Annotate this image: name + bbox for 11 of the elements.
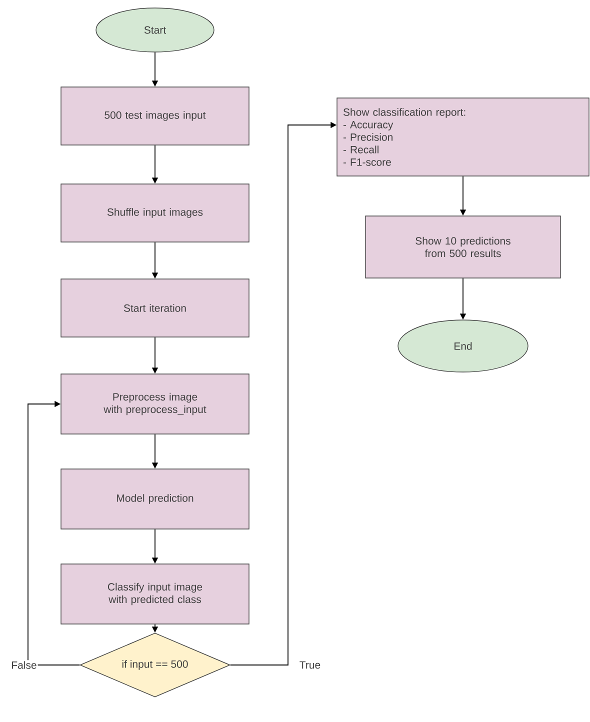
process-box: Show 10 predictions from 500 results	[365, 216, 561, 278]
process-box: Classify input image with predicted class	[60, 564, 250, 624]
process-box: 500 test images input	[60, 86, 250, 146]
process-box: Shuffle input images	[60, 184, 250, 242]
process-box: Show classification report: - Accuracy - Precision - Recall - F1-score	[336, 98, 590, 176]
process-box: Start iteration	[60, 278, 250, 338]
process-box: Model prediction	[60, 468, 250, 530]
arrow	[28, 400, 80, 666]
edge-label: False	[10, 660, 38, 670]
process-box: Preprocess image with preprocess_input	[60, 374, 250, 434]
edge-label: True	[298, 660, 322, 670]
